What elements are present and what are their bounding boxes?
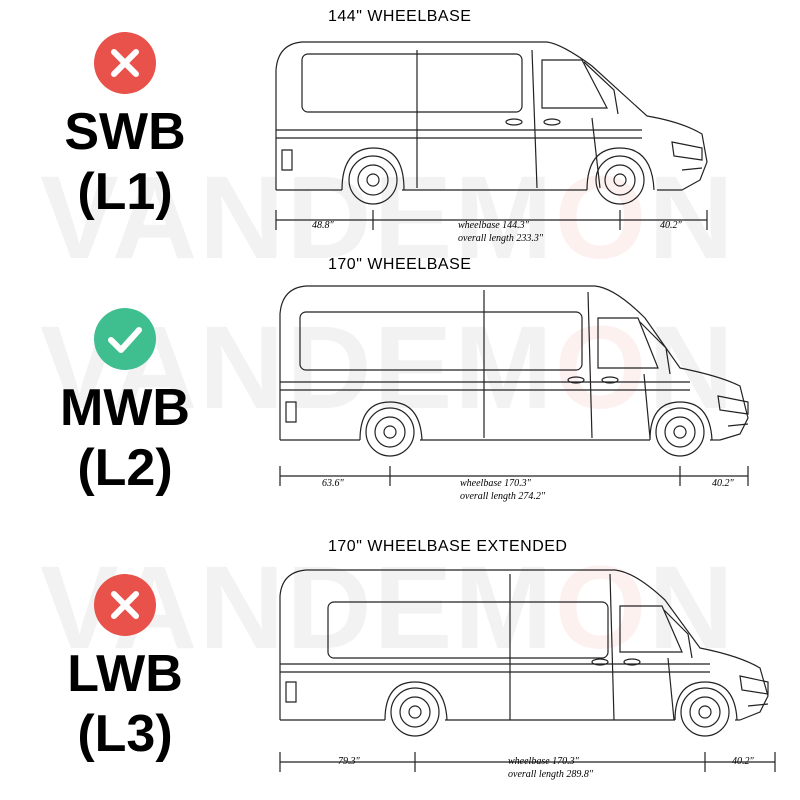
size-subcode: (L3) [77, 705, 173, 763]
van-drawing-lwb [279, 569, 776, 772]
rear-overhang-label: 40.2" [660, 220, 682, 231]
rear-overhang-label: 40.2" [732, 756, 754, 767]
size-subcode: (L2) [77, 439, 173, 497]
overall-length-label: overall length 233.3" [458, 233, 544, 244]
size-code: SWB [64, 103, 186, 161]
van-section-swb: SWB (L1) 144" WHEELBASE [0, 0, 800, 266]
van-section-lwb: LWB (L3) 170" WHEELBASE EXTENDED [0, 534, 800, 800]
van-drawing-swb [275, 41, 708, 230]
front-overhang-label: 79.3" [338, 756, 360, 767]
size-subcode: (L1) [77, 163, 173, 221]
wheelbase-label: wheelbase 170.3" [508, 756, 579, 767]
wheelbase-title: 170" WHEELBASE [328, 256, 472, 273]
watermark: VANDEMON [40, 152, 736, 284]
size-code: MWB [60, 379, 190, 437]
wheelbase-title: 144" WHEELBASE [328, 8, 472, 25]
overall-length-label: overall length 289.8" [508, 769, 594, 780]
front-overhang-label: 48.8" [312, 220, 334, 231]
wheelbase-label: wheelbase 144.3" [458, 220, 529, 231]
wheelbase-label: wheelbase 170.3" [460, 478, 531, 489]
van-section-mwb: MWB (L2) 170" WHEELBASE [0, 256, 800, 524]
cross-icon [94, 574, 156, 636]
size-code: LWB [67, 645, 183, 703]
van-drawing-mwb [279, 285, 749, 486]
cross-icon [94, 32, 156, 94]
overall-length-label: overall length 274.2" [460, 491, 546, 502]
check-icon [94, 308, 156, 370]
front-overhang-label: 63.6" [322, 478, 344, 489]
rear-overhang-label: 40.2" [712, 478, 734, 489]
wheelbase-title: 170" WHEELBASE EXTENDED [328, 538, 568, 555]
